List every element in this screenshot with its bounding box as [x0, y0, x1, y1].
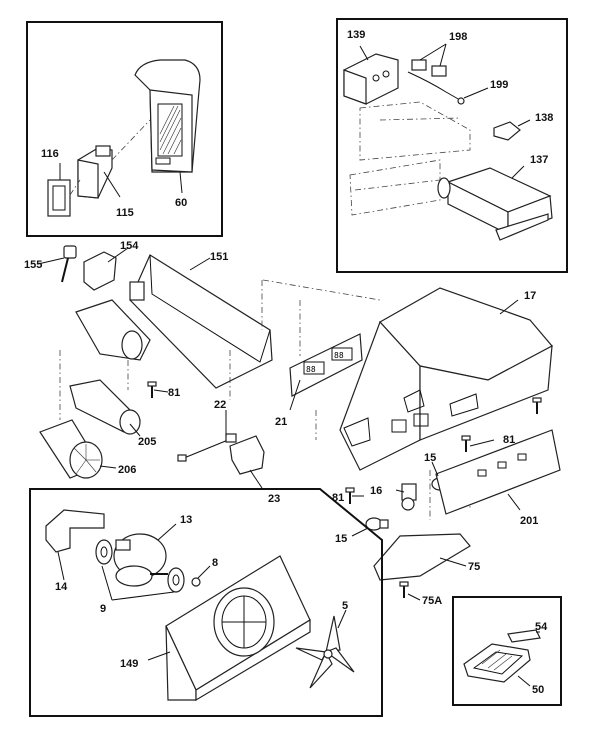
label-50: 50 — [532, 684, 544, 696]
part-155-key — [61, 245, 77, 283]
part-60-cover — [134, 59, 201, 173]
part-154-bracket — [83, 251, 117, 291]
inset-top-left: 116 115 60 — [26, 21, 223, 237]
main-housing: 88 88 — [177, 279, 561, 607]
label-9: 9 — [100, 603, 106, 615]
display-digits-right: 88 — [334, 351, 344, 360]
label-155: 155 — [24, 259, 42, 271]
display-digits-left: 88 — [306, 365, 316, 374]
label-115: 115 — [116, 207, 134, 219]
part-81-screw-a — [147, 381, 157, 398]
label-8: 8 — [212, 557, 218, 569]
label-205: 205 — [138, 436, 156, 448]
label-23: 23 — [268, 493, 280, 505]
part-15-bulb-b — [365, 517, 389, 531]
part-50-tray — [463, 643, 531, 683]
part-9-grommet-a — [95, 539, 113, 565]
label-198: 198 — [449, 31, 467, 43]
part-138-bracket — [493, 121, 521, 141]
label-154: 154 — [120, 240, 139, 252]
part-22-wire — [177, 433, 237, 462]
part-54-label — [507, 629, 541, 643]
label-151: 151 — [210, 251, 228, 263]
label-14: 14 — [55, 581, 68, 593]
part-139-module — [343, 53, 399, 105]
part-199-harness — [407, 71, 461, 101]
part-14-bracket — [45, 509, 105, 553]
part-137-housing — [437, 167, 553, 241]
label-21: 21 — [275, 416, 287, 428]
label-15-a: 15 — [424, 452, 436, 464]
part-149-shroud — [165, 555, 311, 702]
part-21-display: 88 88 — [289, 333, 363, 397]
part-201-panel — [435, 429, 561, 515]
label-201: 201 — [520, 515, 538, 527]
label-5: 5 — [342, 600, 348, 612]
label-54: 54 — [535, 621, 548, 633]
inset-bottom-left-frame — [29, 488, 383, 717]
inset-bottom-right-frame — [452, 596, 562, 706]
inset-top-right-frame — [336, 18, 568, 273]
label-75: 75 — [468, 561, 480, 573]
inset-bottom-left: 13 14 8 9 5 149 — [29, 488, 383, 717]
label-149: 149 — [120, 658, 138, 670]
part-206-drum — [39, 419, 103, 479]
part-81-screw-d — [345, 487, 355, 504]
part-75-lens — [373, 533, 471, 581]
part-9-grommet-b — [167, 567, 185, 593]
part-75A-screw — [399, 581, 409, 598]
label-137: 137 — [530, 154, 548, 166]
part-23-cap — [229, 435, 265, 475]
label-199: 199 — [490, 79, 508, 91]
part-5-fan-blade — [295, 615, 355, 689]
label-13: 13 — [180, 514, 192, 526]
label-17: 17 — [524, 290, 536, 302]
part-tube-housing — [75, 299, 151, 361]
part-13-motor — [113, 533, 168, 587]
label-15-b: 15 — [335, 533, 347, 545]
inset-top-left-frame — [26, 21, 223, 237]
label-16: 16 — [370, 485, 382, 497]
part-115-socket — [77, 145, 113, 199]
label-81-c: 81 — [332, 492, 344, 504]
label-22: 22 — [214, 399, 226, 411]
inset-bottom-right: 54 50 — [452, 596, 562, 706]
label-138: 138 — [535, 112, 553, 124]
label-75A: 75A — [422, 595, 442, 607]
label-206: 206 — [118, 464, 136, 476]
label-81-a: 81 — [168, 387, 180, 399]
inset-top-right: 139 198 199 138 137 — [336, 18, 568, 273]
part-116-lens — [47, 179, 71, 217]
label-60: 60 — [175, 197, 187, 209]
part-198-clips — [411, 59, 447, 77]
part-8-nut — [191, 577, 201, 587]
duct-assembly: 155 154 151 81 205 206 — [24, 240, 273, 479]
label-116: 116 — [41, 148, 59, 160]
label-81-b: 81 — [503, 434, 515, 446]
part-81-screw-c — [461, 435, 471, 452]
part-81-screw-b — [532, 397, 542, 414]
label-139: 139 — [347, 29, 365, 41]
part-205-cylinder — [69, 379, 141, 435]
part-16-socket — [401, 483, 417, 511]
